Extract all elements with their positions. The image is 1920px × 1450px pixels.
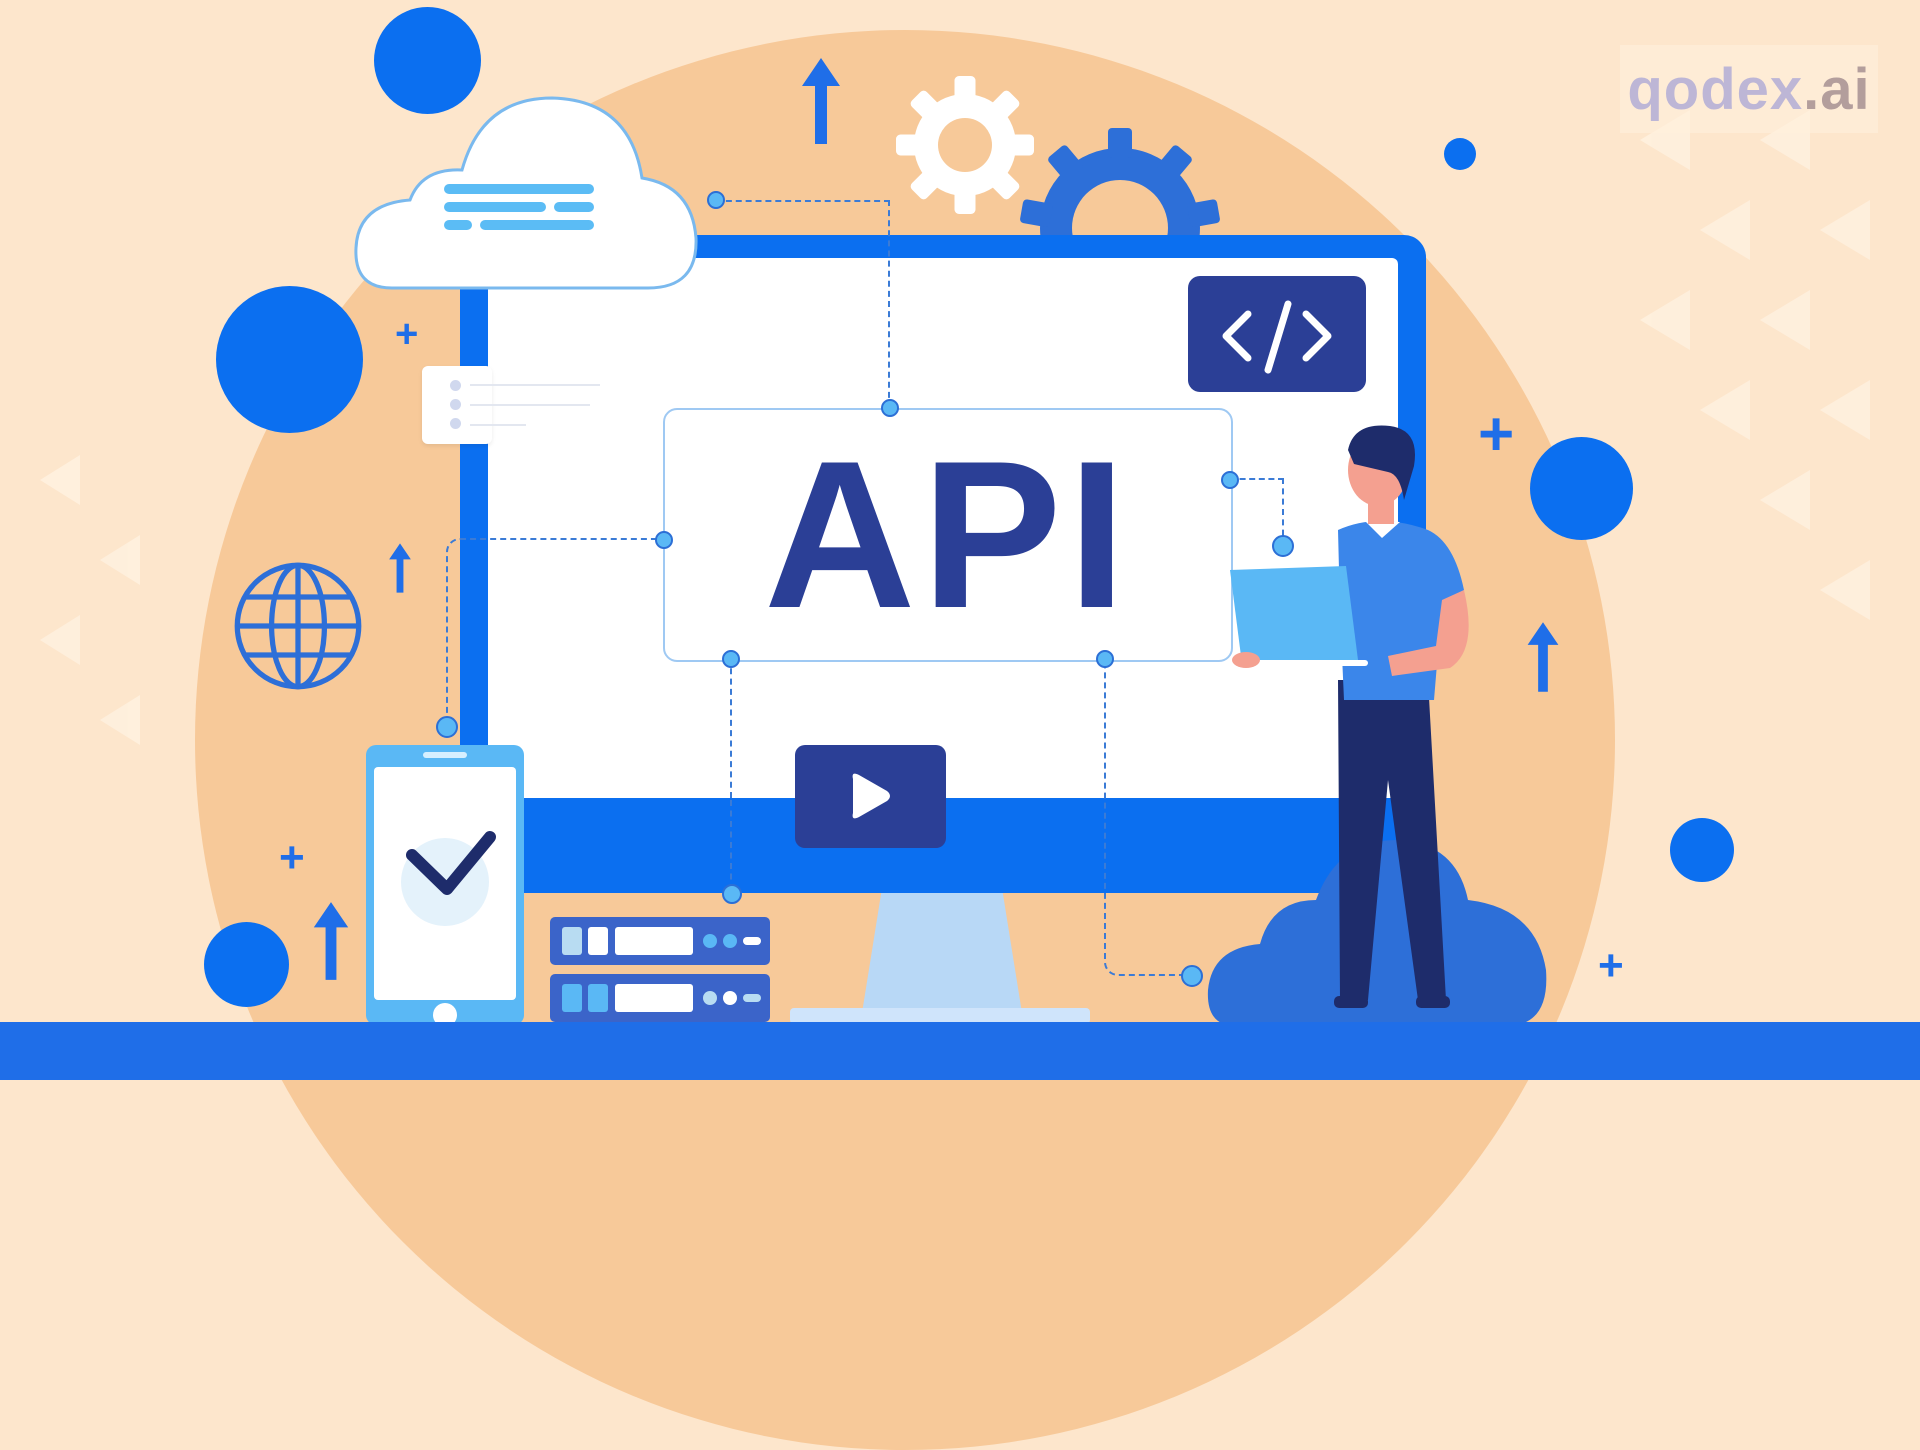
connector-line xyxy=(730,800,732,890)
decor-dot xyxy=(204,922,289,1007)
connector-node xyxy=(722,884,742,904)
play-icon xyxy=(795,745,946,848)
gear-icon xyxy=(1020,128,1220,238)
decor-dot xyxy=(216,286,363,433)
connector-line xyxy=(1104,658,1192,976)
connector-node xyxy=(881,399,899,417)
logo-text: qodex xyxy=(1627,56,1804,122)
connector-node xyxy=(655,531,673,549)
connector-node xyxy=(1096,650,1114,668)
server-icon xyxy=(550,917,770,965)
connector-node xyxy=(1221,471,1239,489)
connector-node xyxy=(722,650,740,668)
decor-dot xyxy=(1670,818,1734,882)
connector-line xyxy=(716,200,890,408)
list-card-line xyxy=(470,384,600,386)
cloud-icon xyxy=(354,96,698,290)
arrow-up-icon xyxy=(1527,622,1559,692)
arrow-up-icon xyxy=(313,902,349,980)
bottom-bar xyxy=(0,1022,1920,1080)
server-icon xyxy=(550,974,770,1022)
plus-icon: + xyxy=(395,312,419,356)
plus-icon: + xyxy=(1478,400,1515,469)
connector-line xyxy=(730,658,732,798)
person-with-laptop xyxy=(1230,425,1469,1008)
connector-node xyxy=(1181,965,1203,987)
decor-dot xyxy=(374,7,481,114)
connector-node xyxy=(707,191,725,209)
connector-line xyxy=(446,538,666,730)
decor-dot xyxy=(1444,138,1476,170)
list-card-line xyxy=(470,404,590,406)
brand-logo: qodex.ai xyxy=(1620,45,1878,133)
api-title: API xyxy=(763,417,1133,652)
connector-node xyxy=(1272,535,1294,557)
globe-icon xyxy=(234,562,362,690)
arrow-up-icon xyxy=(802,58,840,144)
decor-dot xyxy=(1530,437,1633,540)
list-card-line xyxy=(470,424,526,426)
cloud-shape xyxy=(1207,840,1547,1026)
smartphone-check-icon xyxy=(366,745,524,1027)
code-icon xyxy=(1188,276,1366,392)
triangle-pattern-background xyxy=(40,110,1870,745)
plus-icon: + xyxy=(1598,941,1624,990)
connector-line xyxy=(1230,478,1284,546)
plus-icon: + xyxy=(279,833,305,882)
connector-node xyxy=(436,716,458,738)
logo-suffix: .ai xyxy=(1803,56,1871,122)
api-box: API xyxy=(663,408,1233,662)
gear-icon xyxy=(896,76,1034,214)
monitor-stand-base xyxy=(790,1008,1090,1024)
monitor-stand xyxy=(862,893,1022,1013)
arrow-up-icon xyxy=(389,543,411,593)
